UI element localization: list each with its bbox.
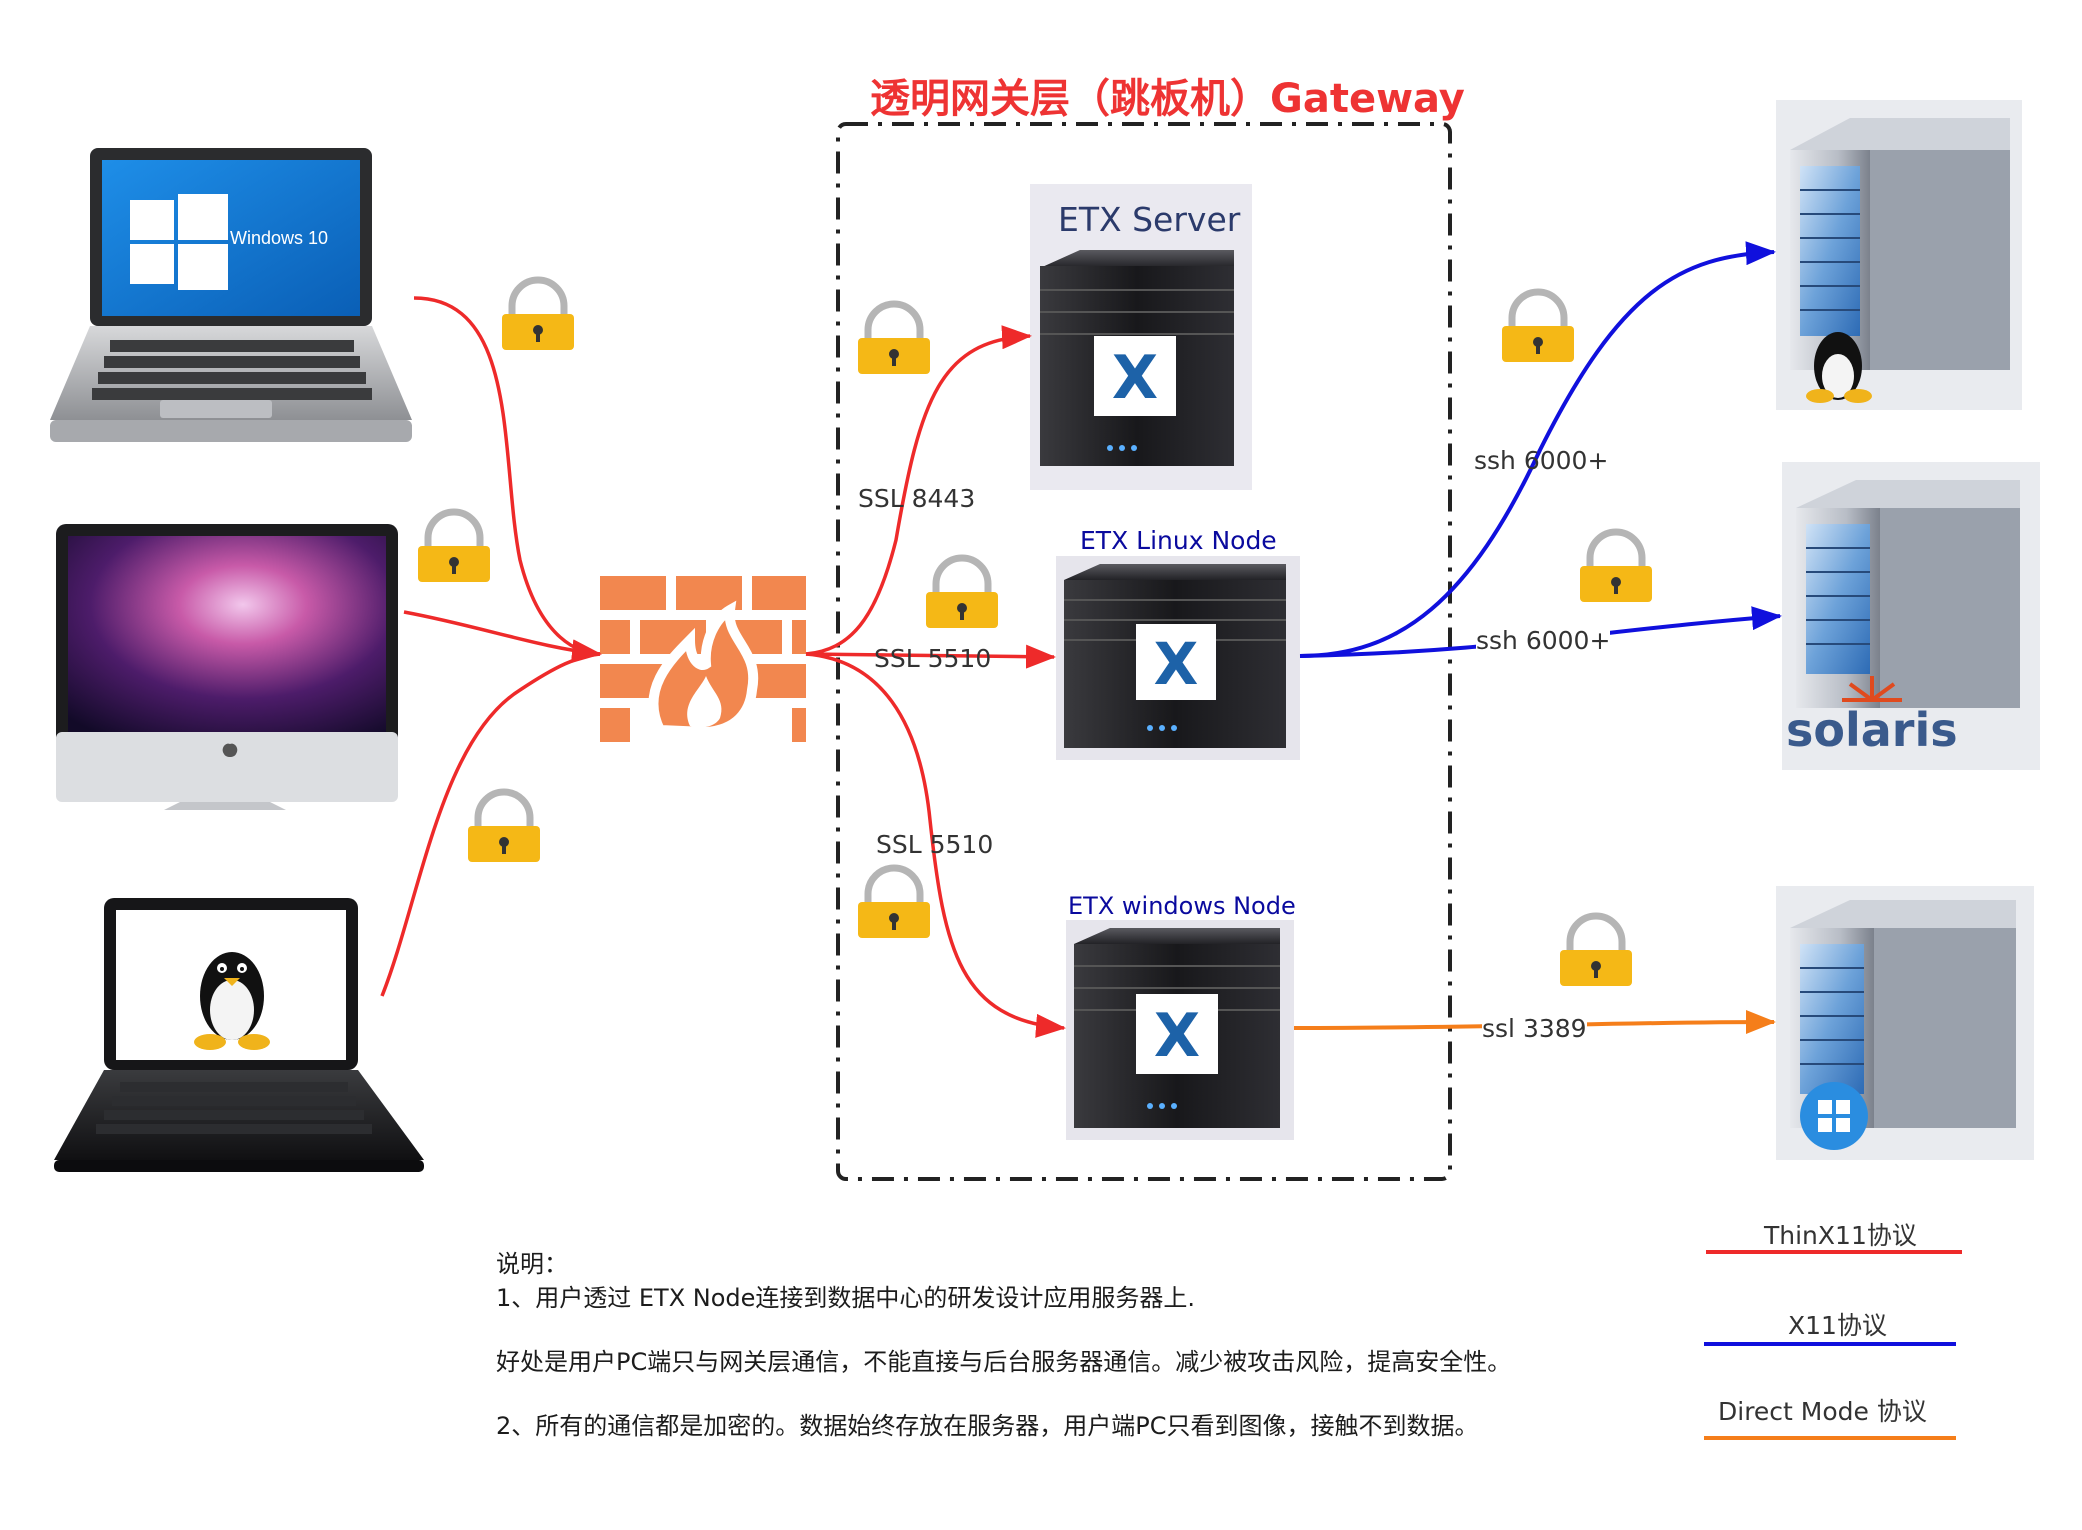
link-windows-laptop-firewall — [413, 296, 601, 656]
link-label-ssl-3389: ssl 3389 — [1482, 1014, 1587, 1043]
link-firewall-windows-node — [805, 652, 1066, 1038]
gateway-title: 透明网关层（跳板机）Gateway — [870, 76, 1465, 122]
lock-icon-7 — [1502, 288, 1574, 362]
notes-heading: 说明： — [496, 1250, 568, 1278]
link-linux-laptop-firewall — [380, 652, 601, 997]
lock-icon-1 — [502, 276, 574, 350]
notes-line-1: 1、用户透过 ETX Node连接到数据中心的研发设计应用服务器上. — [496, 1284, 1196, 1312]
lock-icon-5 — [926, 554, 998, 628]
etx-linux-node-label: ETX Linux Node — [1080, 526, 1277, 555]
gateway-boundary — [836, 122, 1452, 1181]
lock-icon-4 — [858, 300, 930, 374]
link-linux-node-linux-backend — [1299, 241, 1776, 658]
lock-icon-6 — [858, 864, 930, 938]
link-label-ssl-8443: SSL 8443 — [858, 484, 976, 513]
solaris-backend-server-icon: solaris — [1782, 462, 2040, 770]
notes-line-3: 2、所有的通信都是加密的。数据始终存放在服务器，用户端PC只看到图像，接触不到数… — [496, 1412, 1479, 1440]
link-firewall-etx-server — [805, 325, 1032, 656]
link-firewall-linux-node — [805, 644, 1056, 669]
solaris-logo-text: solaris — [1786, 703, 1958, 757]
legend-label-thinx11: ThinX11协议 — [1764, 1221, 1917, 1250]
firewall-icon — [600, 576, 806, 742]
legend-label-x11: X11协议 — [1788, 1311, 1887, 1340]
etx-windows-node-icon: X — [1066, 920, 1294, 1140]
lock-icon-9 — [1560, 912, 1632, 986]
windows-backend-server-icon — [1776, 886, 2034, 1160]
etx-windows-node-label: ETX windows Node — [1068, 892, 1296, 920]
svg-text:X: X — [1154, 630, 1199, 698]
legend-label-direct: Direct Mode 协议 — [1718, 1397, 1927, 1426]
link-label-ssh-solaris: ssh 6000+ — [1476, 626, 1611, 655]
linux-laptop-icon — [54, 898, 424, 1172]
windows-laptop-icon: Windows 10 — [50, 148, 412, 442]
link-label-ssl-5510-linux: SSL 5510 — [874, 644, 992, 673]
linux-backend-server-icon — [1776, 100, 2022, 410]
imac-icon — [56, 524, 398, 810]
lock-icon-2 — [418, 508, 490, 582]
lock-icon-3 — [468, 788, 540, 862]
etx-server-label: ETX Server — [1058, 200, 1241, 239]
lock-icon-8 — [1580, 528, 1652, 602]
link-label-ssh-linux: ssh 6000+ — [1474, 446, 1609, 475]
link-label-ssl-5510-windows: SSL 5510 — [876, 830, 994, 859]
svg-text:X: X — [1112, 343, 1158, 413]
etx-linux-node-icon: X — [1056, 556, 1300, 760]
svg-text:X: X — [1154, 1001, 1200, 1071]
etx-server-icon: X — [1030, 184, 1252, 490]
windows-10-text: Windows 10 — [230, 228, 328, 248]
notes-line-2: 好处是用户PC端只与网关层通信，不能直接与后台服务器通信。减少被攻击风险，提高安… — [496, 1348, 1512, 1376]
link-imac-firewall — [403, 610, 602, 664]
